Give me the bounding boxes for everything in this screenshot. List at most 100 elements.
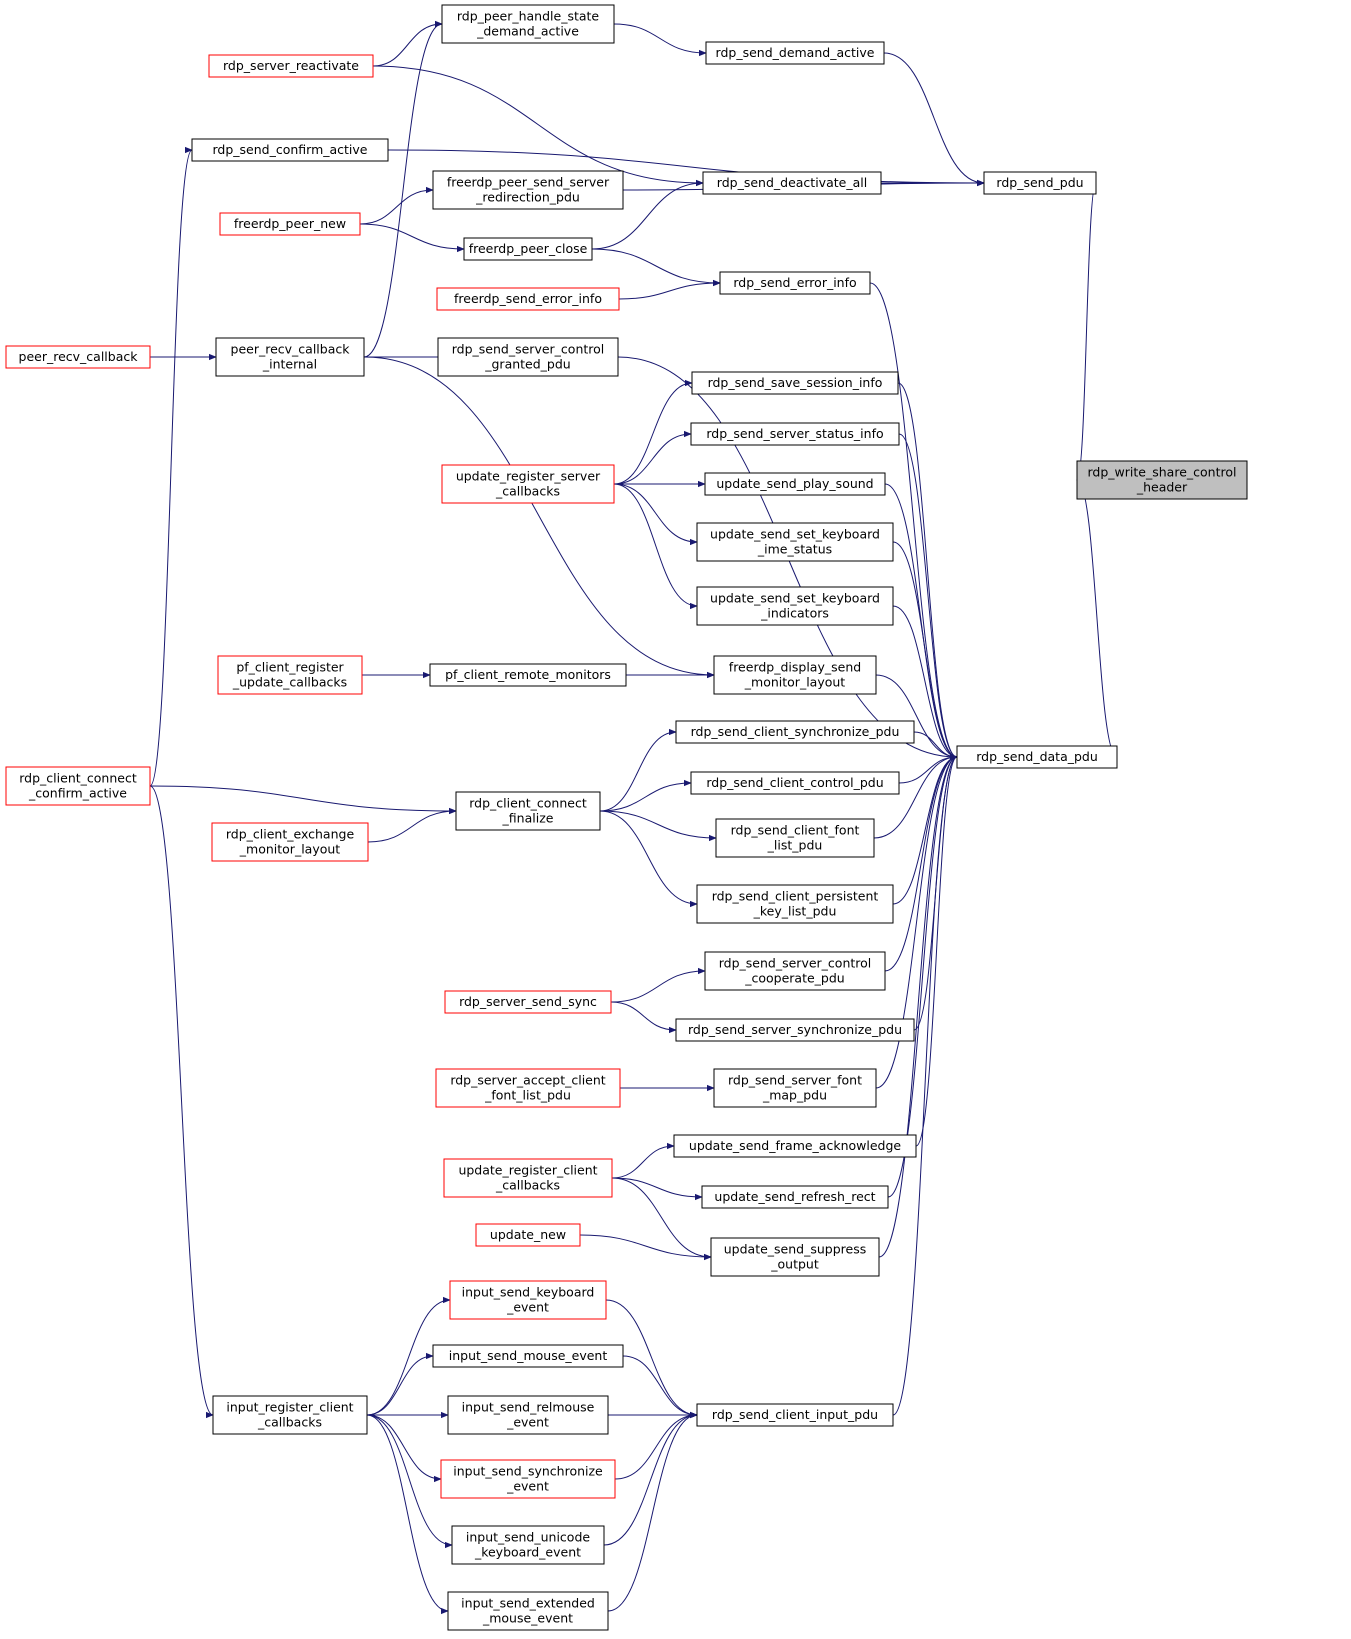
node-label: _list_pdu <box>767 838 823 853</box>
node-rdp_send_client_control_pdu[interactable]: rdp_send_client_control_pdu <box>690 771 900 795</box>
node-label: _font_list_pdu <box>484 1088 571 1103</box>
node-rdp_send_data_pdu[interactable]: rdp_send_data_pdu <box>956 745 1118 769</box>
node-rdp_send_demand_active[interactable]: rdp_send_demand_active <box>705 41 885 65</box>
node-label: input_send_relmouse <box>462 1400 595 1415</box>
call-edge-rdp_peer_handle_state_demand_active-to-rdp_send_demand_active <box>613 23 707 57</box>
call-edge-update_register_server_callbacks-to-update_send_set_keyboard_indicators <box>613 483 698 610</box>
node-box <box>956 745 1118 769</box>
node-label: _monitor_layout <box>239 842 341 857</box>
node-update_send_frame_acknowledge[interactable]: update_send_frame_acknowledge <box>673 1134 917 1158</box>
node-label: _callbacks <box>495 484 560 499</box>
node-rdp_send_client_font_list_pdu[interactable]: rdp_send_client_font_list_pdu <box>715 818 875 858</box>
node-label: _ime_status <box>757 542 832 557</box>
node-rdp_client_connect_finalize[interactable]: rdp_client_connect_finalize <box>455 791 601 831</box>
node-label: rdp_send_client_persistent <box>712 889 879 904</box>
node-rdp_server_send_sync[interactable]: rdp_server_send_sync <box>444 990 612 1014</box>
node-input_send_keyboard_event[interactable]: input_send_keyboard_event <box>449 1280 607 1320</box>
node-box <box>436 287 620 311</box>
node-rdp_send_deactivate_all[interactable]: rdp_send_deactivate_all <box>702 171 882 195</box>
node-box <box>710 1237 880 1277</box>
node-rdp_client_exchange_monitor_layout[interactable]: rdp_client_exchange_monitor_layout <box>211 822 369 862</box>
node-label: update_register_client <box>458 1163 597 1178</box>
node-update_send_set_keyboard_indicators[interactable]: update_send_set_keyboard_indicators <box>696 586 894 626</box>
node-rdp_client_connect_confirm_active[interactable]: rdp_client_connect_confirm_active <box>5 766 151 806</box>
node-rdp_write_share_control_header[interactable]: rdp_write_share_control_header <box>1076 460 1248 500</box>
call-edge-input_register_client_callbacks-to-input_send_synchronize_event <box>366 1414 442 1483</box>
node-label: rdp_write_share_control <box>1088 465 1237 480</box>
node-pf_client_register_update_callbacks[interactable]: pf_client_register_update_callbacks <box>217 655 363 695</box>
node-input_send_extended_mouse_event[interactable]: input_send_extended_mouse_event <box>447 1591 609 1631</box>
node-box <box>447 1591 609 1631</box>
node-input_register_client_callbacks[interactable]: input_register_client_callbacks <box>212 1395 368 1435</box>
node-box <box>719 271 871 295</box>
node-box <box>208 54 374 78</box>
node-label: input_send_synchronize <box>453 1464 603 1479</box>
node-rdp_peer_handle_state_demand_active[interactable]: rdp_peer_handle_state_demand_active <box>441 4 615 44</box>
node-rdp_send_pdu[interactable]: rdp_send_pdu <box>983 171 1097 195</box>
node-rdp_send_server_control_cooperate_pdu[interactable]: rdp_send_server_control_cooperate_pdu <box>704 951 886 991</box>
node-label: update_send_refresh_rect <box>714 1189 875 1204</box>
node-peer_recv_callback[interactable]: peer_recv_callback <box>5 345 151 369</box>
node-update_send_set_keyboard_ime_status[interactable]: update_send_set_keyboard_ime_status <box>696 522 894 562</box>
call-edge-update_register_server_callbacks-to-update_send_set_keyboard_ime_status <box>613 483 698 546</box>
node-update_register_server_callbacks[interactable]: update_register_server_callbacks <box>441 464 615 504</box>
node-label: _callbacks <box>495 1178 560 1193</box>
call-edge-input_send_mouse_event-to-rdp_send_client_input_pdu <box>622 1355 698 1419</box>
node-label: _mouse_event <box>482 1611 573 1626</box>
node-input_send_synchronize_event[interactable]: input_send_synchronize_event <box>440 1459 616 1499</box>
call-edge-input_send_keyboard_event-to-rdp_send_client_input_pdu <box>605 1299 698 1419</box>
node-label: rdp_client_connect <box>19 771 137 786</box>
node-label: peer_recv_callback <box>19 349 139 364</box>
node-freerdp_display_send_monitor_layout[interactable]: freerdp_display_send_monitor_layout <box>713 655 877 695</box>
node-freerdp_peer_send_server_redirection_pdu[interactable]: freerdp_peer_send_server_redirection_pdu <box>432 170 624 210</box>
call-edge-input_register_client_callbacks-to-input_send_unicode_keyboard_event <box>366 1414 453 1549</box>
node-rdp_send_client_persistent_key_list_pdu[interactable]: rdp_send_client_persistent_key_list_pdu <box>696 884 894 924</box>
node-box <box>696 586 894 626</box>
node-rdp_send_confirm_active[interactable]: rdp_send_confirm_active <box>191 138 389 162</box>
node-update_send_refresh_rect[interactable]: update_send_refresh_rect <box>701 1185 889 1209</box>
node-update_send_suppress_output[interactable]: update_send_suppress_output <box>710 1237 880 1277</box>
call-edge-update_send_suppress_output-to-rdp_send_data_pdu <box>878 753 958 1258</box>
node-rdp_send_server_synchronize_pdu[interactable]: rdp_send_server_synchronize_pdu <box>675 1018 915 1042</box>
node-rdp_server_accept_client_font_list_pdu[interactable]: rdp_server_accept_client_font_list_pdu <box>435 1068 621 1108</box>
node-label: rdp_server_send_sync <box>459 994 597 1009</box>
node-box <box>449 1280 607 1320</box>
node-input_send_mouse_event[interactable]: input_send_mouse_event <box>432 1344 624 1368</box>
node-label: rdp_send_server_control <box>719 956 872 971</box>
node-label: freerdp_peer_close <box>469 241 588 256</box>
node-label: rdp_send_save_session_info <box>708 375 883 390</box>
node-box <box>691 371 899 395</box>
node-label: input_register_client <box>226 1400 353 1415</box>
node-box <box>435 1068 621 1108</box>
node-rdp_server_reactivate[interactable]: rdp_server_reactivate <box>208 54 374 78</box>
node-label: _cooperate_pdu <box>744 971 844 986</box>
node-freerdp_peer_close[interactable]: freerdp_peer_close <box>463 237 593 261</box>
node-input_send_unicode_keyboard_event[interactable]: input_send_unicode_keyboard_event <box>451 1525 605 1565</box>
node-label: _indicators <box>760 606 829 621</box>
node-freerdp_send_error_info[interactable]: freerdp_send_error_info <box>436 287 620 311</box>
node-pf_client_remote_monitors[interactable]: pf_client_remote_monitors <box>429 663 627 687</box>
node-rdp_send_server_font_map_pdu[interactable]: rdp_send_server_font_map_pdu <box>713 1068 877 1108</box>
node-rdp_send_client_synchronize_pdu[interactable]: rdp_send_client_synchronize_pdu <box>675 720 915 744</box>
node-rdp_send_server_control_granted_pdu[interactable]: rdp_send_server_control_granted_pdu <box>437 337 619 377</box>
node-label: rdp_send_server_synchronize_pdu <box>688 1022 902 1037</box>
call-edge-freerdp_peer_close-to-rdp_send_deactivate_all <box>591 179 704 250</box>
node-label: rdp_client_connect <box>469 796 587 811</box>
node-peer_recv_callback_internal[interactable]: peer_recv_callback_internal <box>215 337 365 377</box>
node-rdp_send_server_status_info[interactable]: rdp_send_server_status_info <box>690 422 900 446</box>
call-edge-input_send_synchronize_event-to-rdp_send_client_input_pdu <box>614 1411 698 1480</box>
node-label: _event <box>506 1300 549 1315</box>
node-freerdp_peer_new[interactable]: freerdp_peer_new <box>219 212 361 236</box>
node-update_send_play_sound[interactable]: update_send_play_sound <box>704 472 886 496</box>
node-box <box>713 655 877 695</box>
node-update_new[interactable]: update_new <box>475 1223 581 1247</box>
call-edge-update_register_server_callbacks-to-rdp_send_save_session_info <box>613 379 693 485</box>
node-box <box>696 884 894 924</box>
node-update_register_client_callbacks[interactable]: update_register_client_callbacks <box>443 1158 613 1198</box>
node-box <box>440 1459 616 1499</box>
node-rdp_send_error_info[interactable]: rdp_send_error_info <box>719 271 871 295</box>
node-input_send_relmouse_event[interactable]: input_send_relmouse_event <box>447 1395 609 1435</box>
node-label: _event <box>506 1415 549 1430</box>
node-rdp_send_client_input_pdu[interactable]: rdp_send_client_input_pdu <box>696 1403 894 1427</box>
node-rdp_send_save_session_info[interactable]: rdp_send_save_session_info <box>691 371 899 395</box>
